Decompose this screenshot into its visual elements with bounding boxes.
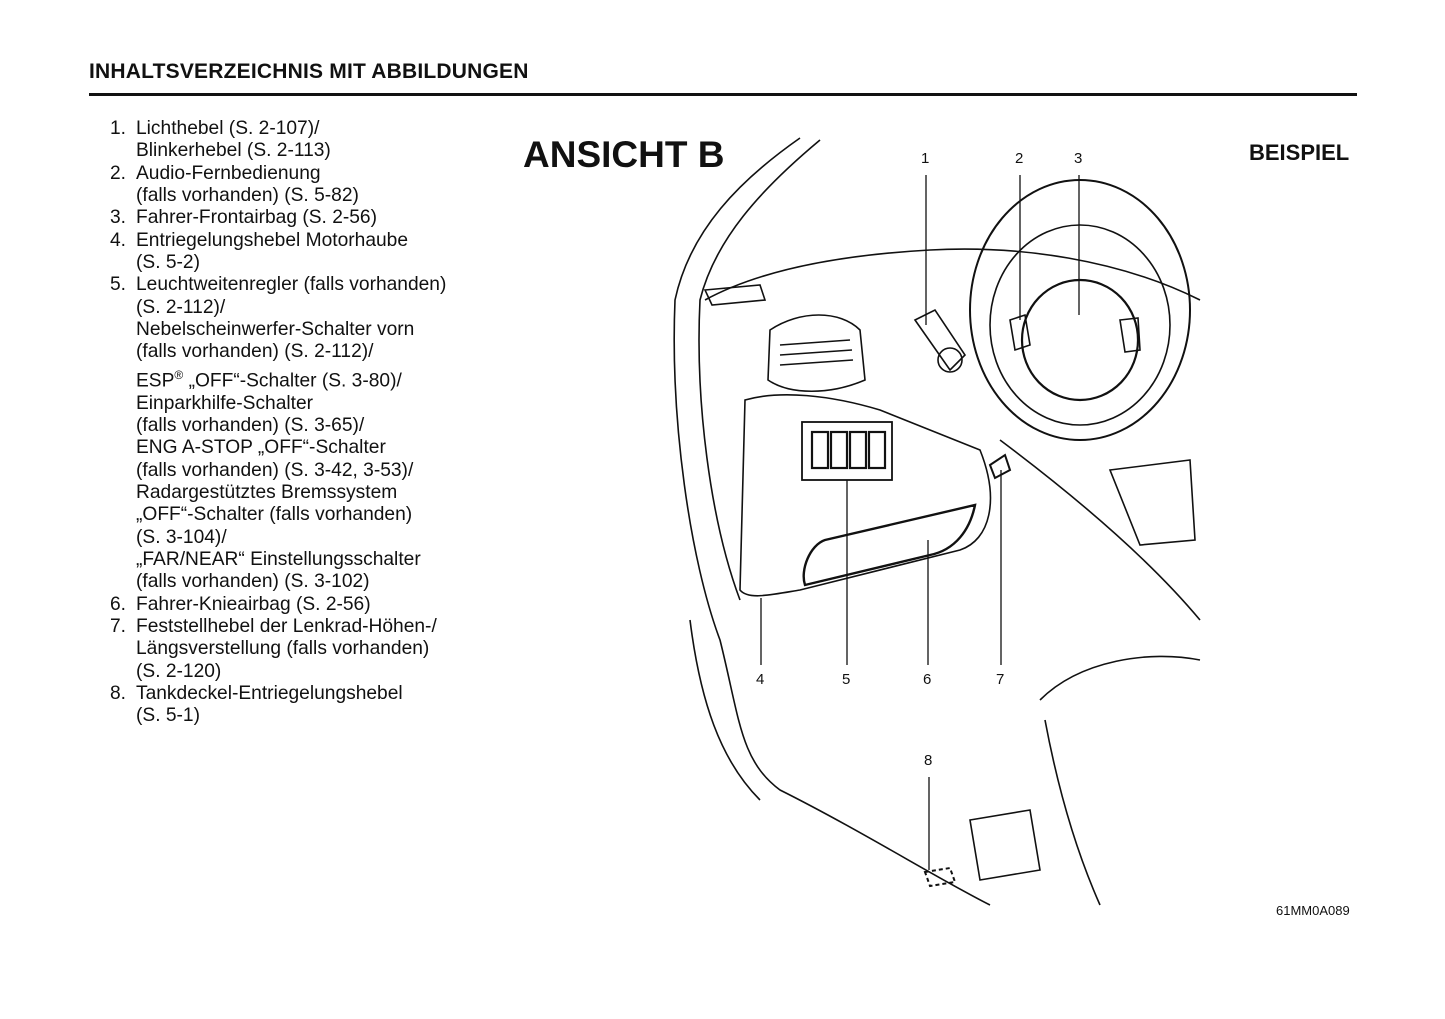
legend-item-line: (falls vorhanden) (S. 3-42, 3-53)/ (136, 459, 414, 481)
legend-item-line: (S. 2-112)/ (136, 296, 226, 318)
legend-item-line: Tankdeckel-Entriegelungshebel (136, 682, 403, 704)
dashboard-illustration (673, 137, 1201, 906)
callout-6: 6 (923, 671, 932, 688)
legend-item: 1. Lichthebel (S. 2-107)/Blinkerhebel (S.… (110, 118, 446, 163)
legend-item: 6. Fahrer-Knieairbag (S. 2-56) (110, 594, 446, 616)
legend-item-line: „OFF“-Schalter (falls vorhanden) (136, 504, 413, 526)
legend-item-line: Leuchtweitenregler (falls vorhanden) (136, 274, 447, 296)
legend-item-number: 1. (110, 118, 127, 139)
example-label: BEISPIEL (1249, 140, 1350, 165)
callout-5: 5 (842, 671, 851, 688)
callout-2: 2 (1015, 150, 1024, 167)
legend-item-line: Einparkhilfe-Schalter (136, 392, 314, 414)
legend-item-line: (falls vorhanden) (S. 2-112)/ (136, 341, 374, 363)
legend-item-line: (falls vorhanden) (S. 5-82) (136, 185, 359, 207)
legend-item-line: (S. 5-2) (136, 252, 200, 274)
callout-7: 7 (996, 671, 1005, 688)
legend-item: 4. Entriegelungshebel Motorhaube(S. 5-2) (110, 230, 446, 275)
legend-item-line: Entriegelungshebel Motorhaube (136, 229, 409, 251)
legend-item-number: 7. (110, 615, 127, 637)
callout-1: 1 (921, 150, 930, 167)
legend-item-line: Nebelscheinwerfer-Schalter vorn (136, 319, 415, 341)
legend-item-number: 5. (110, 274, 127, 296)
legend-item-line: Radargestütztes Bremssystem (136, 481, 398, 503)
legend-item-line: Blinkerhebel (S. 2-113) (136, 140, 331, 162)
legend-item: 7. Feststellhebel der Lenkrad-Höhen-/Läng… (110, 616, 446, 683)
legend-item-line: Fahrer-Frontairbag (S. 2-56) (136, 207, 377, 229)
figure-title: ANSICHT B (523, 134, 725, 175)
legend-item-line: Feststellhebel der Lenkrad-Höhen-/ (136, 615, 437, 637)
legend-list: 1. Lichthebel (S. 2-107)/Blinkerhebel (S.… (110, 118, 446, 728)
legend-item: 2. Audio-Fernbedienung(falls vorhanden) (… (110, 163, 446, 208)
legend-item-line: ESP® „OFF“-Schalter (S. 3-80)/ (136, 367, 402, 392)
legend-item: 8. Tankdeckel-Entriegelungshebel(S. 5-1) (110, 683, 446, 728)
legend-item-number: 2. (110, 162, 127, 184)
legend-item-line: (S. 5-1) (136, 705, 200, 727)
callout-8: 8 (924, 752, 933, 769)
figure-code: 61MM0A089 (1276, 903, 1350, 918)
legend-item: 5.Leuchtweitenregler (falls vorhanden)(S… (110, 274, 446, 593)
legend-item-line: (falls vorhanden) (S. 3-65)/ (136, 414, 365, 436)
legend-item-number: 4. (110, 229, 127, 251)
legend-item-line: ENG A-STOP „OFF“-Schalter (136, 437, 386, 459)
legend-item-line: Fahrer-Knieairbag (S. 2-56) (136, 593, 371, 615)
legend-item-number: 8. (110, 682, 127, 704)
callout-3: 3 (1074, 150, 1083, 167)
legend-item-line: (S. 3-104)/ (136, 526, 227, 548)
legend-item-number: 6. (110, 593, 127, 615)
legend-item-line: „FAR/NEAR“ Einstellungsschalter (136, 548, 421, 570)
callout-4: 4 (756, 671, 765, 688)
legend-item: 3. Fahrer-Frontairbag (S. 2-56) (110, 207, 446, 229)
legend-item-line: Längsverstellung (falls vorhanden) (136, 638, 430, 660)
legend-item-line: (S. 2-120) (136, 660, 222, 682)
legend-item-line: Audio-Fernbedienung (136, 162, 321, 184)
header-rule (89, 93, 1357, 96)
legend-item-line: Lichthebel (S. 2-107)/ (136, 118, 320, 139)
page-header-title: INHALTSVERZEICHNIS MIT ABBILDUNGEN (89, 60, 529, 83)
legend-item-line: (falls vorhanden) (S. 3-102) (136, 571, 370, 593)
legend-item-number: 3. (110, 207, 127, 229)
